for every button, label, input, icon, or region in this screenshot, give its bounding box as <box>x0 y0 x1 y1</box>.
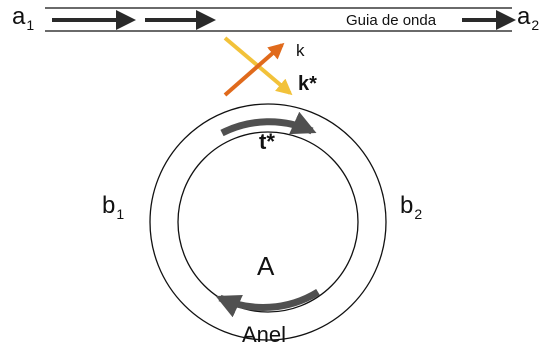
label-k: k <box>296 41 305 60</box>
label-b1: b1 <box>102 192 125 222</box>
ring-outer-edge <box>149 103 387 341</box>
label-a2: a2 <box>517 3 540 33</box>
label-a1: a1 <box>12 3 35 33</box>
label-A: A <box>257 251 275 281</box>
label-t-star: t* <box>259 129 275 154</box>
ring-inner-edge <box>177 131 359 313</box>
label-b2: b2 <box>400 192 423 222</box>
k-coupling-arrow <box>223 42 285 97</box>
circulation-arrow-bottom <box>215 289 320 318</box>
waveguide-label: Guia de onda <box>346 12 437 29</box>
label-k-star: k* <box>298 73 317 95</box>
ring-label: Anel <box>242 322 287 347</box>
circulation-arrow-top <box>220 111 317 137</box>
